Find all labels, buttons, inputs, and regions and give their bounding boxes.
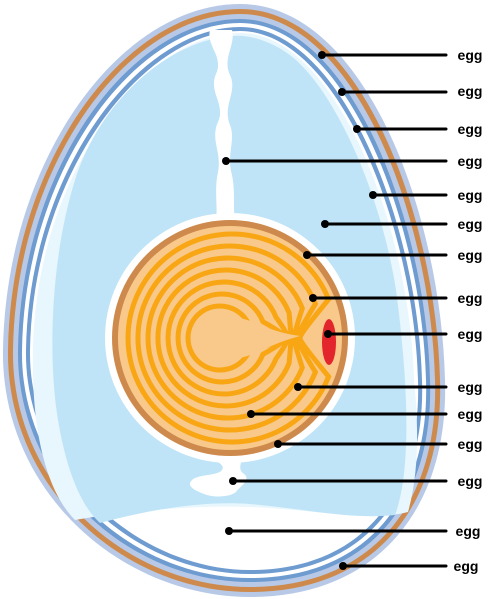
leader-dot	[318, 51, 326, 59]
part-label: egg	[458, 153, 483, 169]
part-label: egg	[456, 523, 481, 539]
yolk-ring	[145, 255, 305, 421]
yolk-ring	[155, 267, 294, 409]
part-label: egg	[458, 406, 483, 422]
part-label: egg	[458, 47, 483, 63]
latebra-shape	[195, 315, 300, 361]
leader-dot	[309, 294, 317, 302]
yolk-ring	[135, 243, 319, 433]
leader-dot	[339, 562, 347, 570]
leader-dot	[294, 383, 302, 391]
part-label: egg	[458, 436, 483, 452]
lower-chalaza-shape	[189, 455, 247, 497]
label-texts: egg egg egg egg egg egg egg egg egg egg egg egg egg e…	[454, 47, 483, 574]
part-label: egg	[458, 473, 483, 489]
label-leaders	[222, 51, 448, 570]
part-label: egg	[458, 121, 483, 137]
leader-dot	[225, 527, 233, 535]
leader-dot	[353, 125, 361, 133]
part-label: egg	[454, 558, 479, 574]
part-label: egg	[458, 326, 483, 342]
germinal-disc-shape	[322, 319, 336, 365]
leader-dot	[247, 410, 255, 418]
yolk-ring	[125, 231, 332, 445]
part-label: egg	[458, 290, 483, 306]
leader-dot	[338, 88, 346, 96]
leader-dot	[274, 440, 282, 448]
leader-dot	[229, 477, 237, 485]
upper-chalaza-shape	[209, 30, 236, 225]
leader-dot	[324, 330, 332, 338]
part-label: egg	[458, 247, 483, 263]
leader-dot	[222, 157, 230, 165]
part-label: egg	[458, 216, 483, 232]
leader-dot	[303, 251, 311, 259]
part-label: egg	[458, 379, 483, 395]
part-label: egg	[458, 83, 483, 99]
leader-dot	[321, 220, 329, 228]
part-label: egg	[458, 187, 483, 203]
leader-dot	[369, 191, 377, 199]
